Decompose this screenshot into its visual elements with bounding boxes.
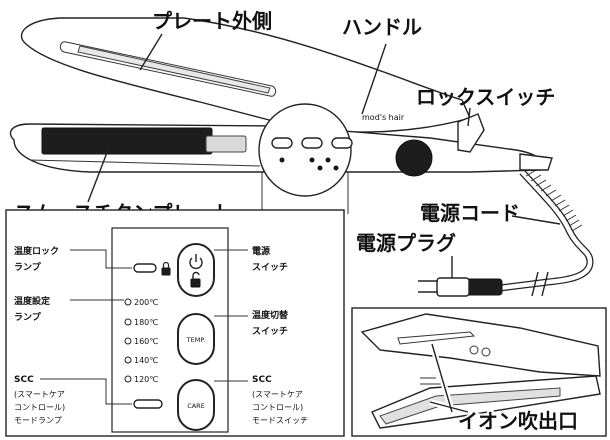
svg-text:コントロール): コントロール) — [14, 403, 65, 412]
temp-200: 200℃ — [134, 298, 158, 307]
svg-text:TEMP.: TEMP. — [186, 336, 206, 344]
ion-outlet-inset — [351, 307, 607, 437]
svg-text:プレート外側: プレート外側 — [152, 9, 272, 33]
temp-120: 120℃ — [134, 375, 158, 384]
label-scc-switch: SCC (スマートケア コントロール) モードスイッチ — [214, 375, 308, 425]
cord-break-mark — [531, 271, 549, 297]
svg-text:(スマートケア: (スマートケア — [14, 390, 65, 399]
scc-mode-lamp — [133, 399, 163, 409]
svg-text:コントロール): コントロール) — [252, 403, 303, 412]
temp-lock-lamp — [133, 263, 157, 273]
temp-180: 180℃ — [134, 318, 158, 327]
label-power-plug: 電源プラグ — [356, 231, 456, 278]
temperature-lamps: 200℃ 180℃ 160℃ 140℃ 120℃ — [124, 298, 158, 384]
svg-text:モードランプ: モードランプ — [14, 416, 62, 425]
svg-text:電源コード: 電源コード — [420, 201, 520, 225]
temp-140: 140℃ — [134, 356, 158, 365]
svg-text:CARE: CARE — [187, 402, 205, 410]
temp-button[interactable]: TEMP. — [177, 313, 215, 365]
label-temp-lock-lamp: 温度ロック ランプ — [14, 245, 132, 273]
lock-icon — [161, 261, 171, 276]
label-plate-outer: プレート外側 — [139, 9, 272, 71]
power-icon — [189, 254, 203, 270]
svg-text:SCC: SCC — [252, 375, 272, 385]
label-power-cord: 電源コード — [420, 201, 561, 225]
label-ion-outlet: イオン吹出口 — [429, 343, 580, 435]
temperature-dial[interactable] — [395, 139, 433, 177]
control-panel-callout: 200℃ 180℃ 160℃ 140℃ 120℃ TEMP. CARE 温度ロッ… — [5, 209, 345, 437]
svg-text:温度設定: 温度設定 — [14, 295, 51, 307]
cord-strain-relief — [525, 169, 583, 232]
label-temp-setting-lamp: 温度設定 ランプ — [14, 295, 124, 323]
label-scc-lamp: SCC (スマートケア コントロール) モードランプ — [14, 375, 132, 425]
label-temp-switch: 温度切替 スイッチ — [214, 309, 289, 337]
power-plug — [418, 277, 503, 297]
svg-text:モードスイッチ: モードスイッチ — [252, 416, 308, 425]
label-handle: ハンドル — [342, 15, 422, 115]
svg-text:電源プラグ: 電源プラグ — [356, 231, 456, 255]
svg-text:(スマートケア: (スマートケア — [252, 390, 303, 399]
svg-text:イオン吹出口: イオン吹出口 — [458, 409, 578, 433]
svg-text:スイッチ: スイッチ — [252, 262, 288, 273]
svg-text:SCC: SCC — [14, 375, 34, 385]
smooth-titanium-plate — [41, 127, 213, 155]
brand-logo: mod's hair — [362, 113, 405, 122]
svg-text:ハンドル: ハンドル — [342, 15, 422, 39]
svg-text:温度切替: 温度切替 — [252, 309, 289, 321]
label-lock-switch: ロックスイッチ — [416, 85, 555, 127]
magnifier-callout — [258, 103, 353, 214]
temp-160: 160℃ — [134, 337, 158, 346]
label-power-switch: 電源 スイッチ — [214, 245, 288, 273]
svg-text:ランプ: ランプ — [14, 261, 42, 273]
magnified-buttons — [271, 137, 353, 171]
svg-text:温度ロック: 温度ロック — [14, 245, 59, 257]
svg-text:ロックスイッチ: ロックスイッチ — [416, 85, 555, 109]
lock-switch[interactable] — [457, 113, 485, 153]
power-button[interactable] — [177, 243, 215, 297]
care-button[interactable]: CARE — [177, 379, 215, 431]
svg-text:ランプ: ランプ — [14, 311, 42, 323]
power-cord — [418, 169, 594, 297]
unlock-icon — [190, 271, 201, 288]
svg-text:スイッチ: スイッチ — [252, 326, 288, 337]
svg-text:電源: 電源 — [252, 245, 270, 257]
